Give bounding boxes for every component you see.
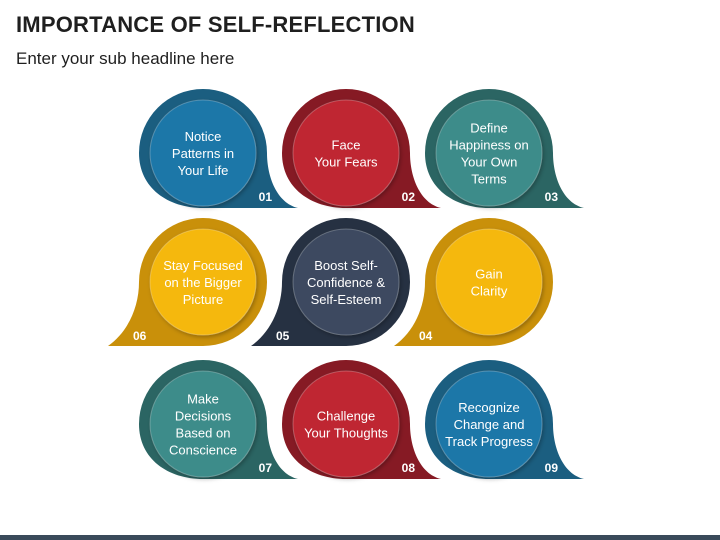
item-label-line: Define <box>470 121 508 136</box>
item-label-line: Confidence & <box>307 275 385 290</box>
inner-circle <box>149 370 257 478</box>
item-label-line: Make <box>187 392 219 407</box>
item-label-line: Face <box>332 138 361 153</box>
page-subtitle: Enter your sub headline here <box>16 49 235 68</box>
item-number: 04 <box>419 329 433 343</box>
inner-circle <box>292 99 400 207</box>
inner-circle <box>435 228 543 336</box>
inner-circle <box>149 99 257 207</box>
inner-circle <box>292 228 400 336</box>
item-label-line: Your Own <box>461 155 518 170</box>
item-number: 02 <box>402 190 416 204</box>
page-title: IMPORTANCE OF SELF-REFLECTION <box>16 12 415 37</box>
item-label-line: Happiness on <box>449 138 529 153</box>
item-label-line: Your Thoughts <box>304 426 388 441</box>
item-label-line: Notice <box>185 129 222 144</box>
item-label-line: Your Life <box>178 163 229 178</box>
inner-circle <box>292 370 400 478</box>
item-label-line: on the Bigger <box>164 275 242 290</box>
item-label-line: Boost Self- <box>314 258 378 273</box>
item-label-line: Track Progress <box>445 434 533 449</box>
item-number: 08 <box>402 461 416 475</box>
item-label-line: Stay Focused <box>163 258 243 273</box>
footer-bar <box>0 535 720 540</box>
item-label-line: Change and <box>454 417 525 432</box>
item-number: 05 <box>276 329 290 343</box>
inner-circle <box>149 228 257 336</box>
item-label-line: Gain <box>475 267 502 282</box>
item-label-line: Patterns in <box>172 146 234 161</box>
item-label-line: Your Fears <box>314 155 378 170</box>
item-label-line: Picture <box>183 292 223 307</box>
diagram-item-05: Boost Self- Confidence & Self-Esteem 05 <box>251 218 410 346</box>
item-number: 06 <box>133 329 147 343</box>
item-label-line: Clarity <box>471 284 508 299</box>
item-label-line: Based on <box>176 426 231 441</box>
item-label: Boost Self- Confidence & Self-Esteem <box>307 258 385 307</box>
inner-circle <box>435 370 543 478</box>
item-label-line: Terms <box>471 172 507 187</box>
item-number: 09 <box>545 461 559 475</box>
item-label-line: Decisions <box>175 409 232 424</box>
inner-circle <box>435 99 543 207</box>
item-label-line: Recognize <box>458 400 519 415</box>
item-number: 07 <box>259 461 273 475</box>
item-number: 01 <box>259 190 273 204</box>
item-label-line: Self-Esteem <box>311 292 382 307</box>
item-label-line: Challenge <box>317 409 376 424</box>
item-number: 03 <box>545 190 559 204</box>
item-label-line: Conscience <box>169 443 237 458</box>
